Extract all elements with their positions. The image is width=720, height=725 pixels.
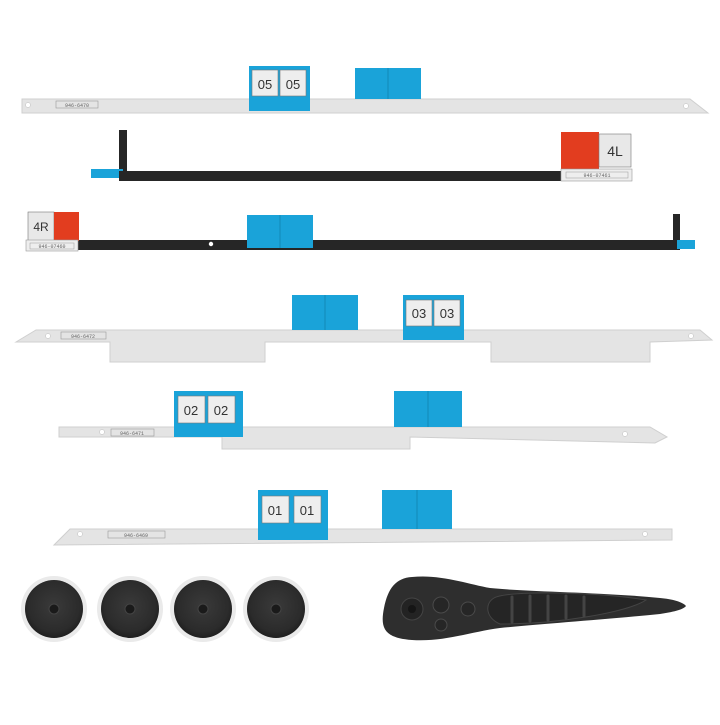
tab-label-box: [207, 395, 236, 424]
tab-label: 05: [286, 77, 300, 92]
part-number-box: [565, 171, 629, 179]
adhesive-strip-4R: 4R 946-07460: [25, 211, 695, 252]
tab-label: 03: [412, 306, 426, 321]
tab-label: 05: [258, 77, 272, 92]
mounting-hole: [208, 241, 214, 247]
part-number: 946-6472: [71, 334, 95, 340]
tab-label: 02: [184, 403, 198, 418]
suction-cup-icon: [243, 576, 309, 642]
blue-pull-tab: [677, 240, 695, 249]
part-number-box: [107, 530, 166, 539]
mounting-hole: [25, 102, 31, 108]
red-pull-tab: [54, 212, 79, 241]
part-number: 946-6471: [120, 431, 144, 437]
adhesive-strip-01: 946-6469 01 01: [52, 490, 673, 546]
mounting-hole: [642, 531, 648, 537]
part-number: 946-07460: [38, 244, 65, 250]
red-pull-tab: [561, 132, 599, 169]
tab-label-box: [177, 395, 206, 424]
tab-label: 03: [440, 306, 454, 321]
mounting-hole: [45, 333, 51, 339]
tab-label: 02: [214, 403, 228, 418]
part-number: 946-6470: [65, 103, 89, 109]
part-number-box: [29, 242, 75, 250]
mounting-hole: [99, 429, 105, 435]
tab-label-box: [405, 299, 433, 327]
suction-cup-icon: [97, 576, 163, 642]
part-number-box: [60, 331, 107, 340]
adhesive-strip-03: 946-6472 03 03: [14, 295, 714, 363]
black-adhesive-strip: [119, 171, 632, 181]
mounting-hole: [77, 531, 83, 537]
tab-label-box: [251, 69, 279, 97]
blue-pull-tab: [91, 169, 123, 178]
part-number: 946-07461: [583, 173, 610, 179]
adhesive-strip-4L: 4L 946-07461: [91, 130, 633, 182]
suction-cup-icon: [170, 576, 236, 642]
black-adhesive-strip: [28, 240, 678, 250]
tab-label-box: [433, 299, 461, 327]
part-number: 946-6469: [124, 533, 148, 539]
tab-label-box: [279, 69, 307, 97]
mounting-hole: [688, 333, 694, 339]
adhesive-strip-05: 946-6470 05 05: [21, 66, 710, 114]
strip-label: 4R: [33, 220, 49, 234]
suction-cup-icon: [21, 576, 87, 642]
tab-label-box: [293, 495, 322, 524]
mounting-hole: [622, 431, 628, 437]
tab-label: 01: [268, 503, 282, 518]
mounting-hole: [683, 103, 689, 109]
strip-label-box: [598, 133, 632, 168]
strip-label-box: [27, 211, 55, 242]
strip-handle: [119, 130, 127, 174]
adhesive-strip-02: 946-6471 02 02: [58, 391, 669, 450]
tab-label-box: [261, 495, 290, 524]
strip-handle: [673, 214, 680, 250]
part-number-box: [55, 100, 99, 109]
tab-label: 01: [300, 503, 314, 518]
pry-tool-icon: [382, 576, 686, 641]
strip-label: 4L: [607, 143, 623, 159]
part-number-box: [110, 428, 155, 437]
